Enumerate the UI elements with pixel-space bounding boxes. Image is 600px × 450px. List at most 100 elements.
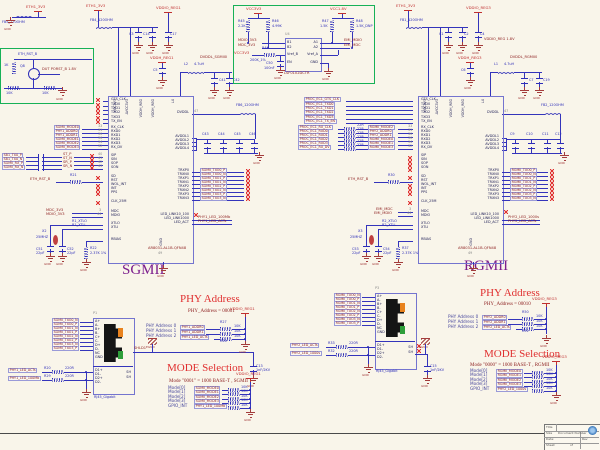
dot [555, 381, 558, 384]
val-label: 2.37K 1% [90, 251, 107, 255]
wire [152, 27, 153, 32]
res-v [266, 20, 270, 32]
x-mark [246, 169, 250, 173]
wire [240, 408, 250, 409]
dot [244, 338, 247, 341]
wire [180, 72, 188, 73]
wire [38, 12, 39, 17]
wire [192, 114, 240, 115]
egnd-label: EGND [146, 345, 155, 349]
pin-label: SD [421, 174, 426, 178]
ref-label: R29 [44, 374, 51, 378]
pin-label: RX_DV [111, 145, 123, 149]
pin-label: TXD0 [421, 102, 431, 106]
ferrite [406, 25, 422, 29]
pin-label: RXD0 [421, 129, 431, 133]
x-mark [96, 184, 100, 188]
led-orange [400, 303, 405, 312]
ref-label: U4 [285, 32, 290, 36]
wire [80, 330, 93, 331]
wire [130, 27, 131, 96]
gnd-sym [159, 265, 168, 274]
x-mark [417, 344, 421, 348]
res-h [522, 327, 534, 331]
conn-ref: P1 [93, 311, 98, 315]
strap-name: Mode[2] [168, 394, 186, 399]
ind [498, 70, 514, 74]
dot [555, 376, 558, 379]
cap-ref: C2 [464, 32, 469, 36]
val-label: 1nF/2KV [256, 368, 271, 372]
strap-name: Mode[1] [470, 372, 488, 377]
cap-ref: C50 [266, 61, 273, 65]
pin-label: AVDDL1 [175, 134, 189, 138]
net-label: ETH_RST_B [348, 177, 369, 181]
wire [408, 11, 409, 27]
gnd-sym [374, 253, 383, 262]
dot [244, 333, 247, 336]
net-label: SGMII_MODE3 [54, 145, 81, 151]
pin-label: TX_EN [421, 119, 432, 123]
wire [118, 27, 119, 96]
gnd-label: GND [472, 51, 479, 55]
wire [502, 142, 506, 143]
strap-name: PHY Address 0 [146, 323, 177, 328]
net-label: SGMII_TXO3_P [52, 346, 79, 352]
val-label: 10K [241, 389, 248, 393]
pin-number: 30 [98, 132, 103, 136]
wire [524, 82, 525, 90]
ref-label: L2 [184, 62, 189, 66]
pin-label: TXD2 [421, 110, 431, 114]
ref-label: X3 [358, 229, 363, 233]
gnd-label: GND [146, 51, 153, 55]
wire [222, 403, 228, 404]
pin-number: 34 [408, 140, 413, 144]
strap-name: GPIO_INT [470, 386, 490, 391]
val-label: 4.99K [272, 24, 282, 28]
pin-label: INT [111, 186, 117, 190]
wire [80, 322, 93, 323]
net-label: MDIO_3V3 [46, 212, 65, 216]
wire [544, 391, 556, 392]
val-label: 22pF [352, 251, 361, 255]
pin-label: GND [159, 238, 163, 246]
val-label: 10K [241, 398, 248, 402]
wire [547, 147, 548, 153]
rj45-comb [386, 299, 404, 337]
wire [356, 149, 368, 150]
x-mark [96, 103, 100, 107]
wire [262, 48, 285, 49]
wire [42, 161, 62, 162]
pwr-flag [241, 313, 249, 320]
gnd-sym [158, 77, 167, 86]
pin-label: C+ [95, 335, 101, 339]
wire [362, 301, 375, 302]
wire [338, 137, 344, 138]
net-label: VCC3V3 [246, 6, 262, 11]
cap-ref: C10 [526, 132, 533, 136]
pin-label: RX_CLK [421, 125, 434, 129]
net-label: R1_XTLI [72, 223, 86, 227]
wire [62, 229, 63, 246]
cap-ref: C15 [430, 364, 437, 368]
wire [338, 50, 339, 55]
wire [50, 225, 51, 246]
wire [138, 27, 139, 32]
pin-number: 44 [407, 211, 412, 215]
ferrite [16, 14, 32, 18]
dot [247, 42, 250, 45]
val-label: 22R [357, 123, 364, 127]
wire [366, 225, 367, 246]
ref-label: R50 [522, 310, 529, 314]
pin-label: A- [95, 323, 99, 327]
wire [398, 129, 413, 130]
pin-label: SIN [111, 157, 117, 161]
phy-address-value-right: PHY_Address = 00010 [484, 302, 531, 307]
pin-label: D2+ [95, 376, 103, 380]
wire [248, 32, 249, 43]
net-label: SGMII_MODE1 [194, 390, 221, 396]
cap-ref: C51 [36, 247, 43, 251]
cap-ref: C43 [202, 132, 209, 136]
pin-label: TRXP1 [178, 176, 189, 180]
wire [448, 27, 449, 32]
